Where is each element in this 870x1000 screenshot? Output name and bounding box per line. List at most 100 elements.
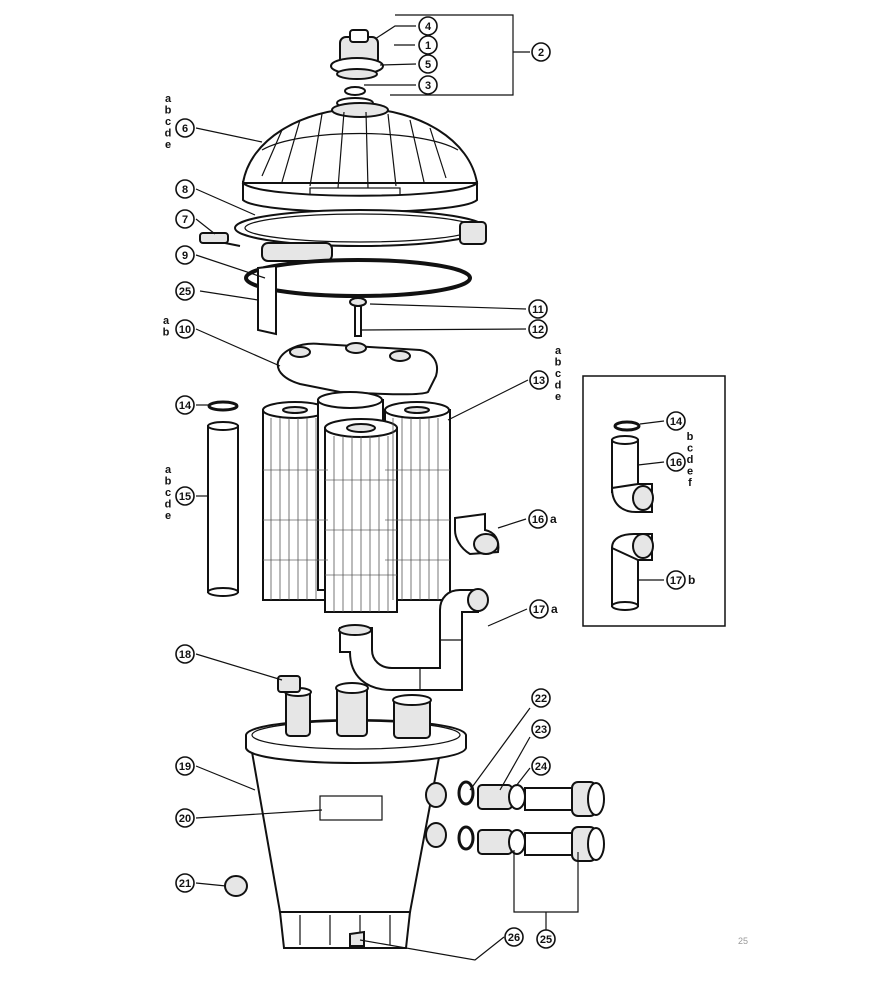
callout-c15: 15 — [175, 486, 195, 506]
callout-circle — [528, 509, 548, 529]
inset-o-ring — [613, 420, 641, 432]
tank-o-ring — [244, 258, 472, 298]
variant-letters-v10: ab — [163, 315, 170, 339]
callout-number: 10 — [179, 324, 191, 336]
callout-number: 22 — [535, 693, 547, 705]
callout-c24: 24 — [531, 756, 551, 776]
callout-c14a: 14 — [175, 395, 195, 415]
suffix-17b: b — [688, 573, 695, 587]
callout-circle — [175, 245, 195, 265]
callout-c18: 18 — [175, 644, 195, 664]
variant-letter: d — [687, 454, 694, 466]
callout-number: 19 — [179, 761, 191, 773]
callout-number: 16 — [670, 457, 682, 469]
callout-circle — [175, 118, 195, 138]
callout-c20: 20 — [175, 808, 195, 828]
callout-c1: 1 — [418, 35, 438, 55]
callout-number: 8 — [182, 184, 188, 196]
callout-number: 9 — [182, 250, 188, 262]
callout-circle — [536, 929, 556, 949]
callout-number: 11 — [532, 304, 544, 316]
variant-letter: c — [165, 116, 171, 128]
clamp-ring — [199, 209, 487, 262]
filter-tank — [245, 675, 467, 949]
callout-circle — [531, 719, 551, 739]
callout-circle — [418, 54, 438, 74]
callout-c8: 8 — [175, 179, 195, 199]
air-relief-valve — [330, 29, 384, 109]
callout-number: 24 — [535, 761, 548, 773]
warning-tag — [257, 264, 277, 336]
suffix-16a: a — [550, 512, 557, 526]
callout-circle — [175, 873, 195, 893]
variant-letter: a — [165, 464, 172, 476]
callout-circle — [175, 179, 195, 199]
callout-number: 17 — [533, 604, 545, 616]
variant-letter: f — [688, 477, 692, 489]
callout-c21: 21 — [175, 873, 195, 893]
callout-number: 1 — [425, 40, 431, 52]
callout-c17b: 17 — [666, 570, 686, 590]
elbow-fitting — [454, 512, 500, 556]
callout-circle — [175, 319, 195, 339]
variant-letter: b — [555, 357, 562, 369]
tank-ports — [277, 675, 432, 739]
callout-circle — [504, 927, 524, 947]
variant-letter: d — [165, 128, 172, 140]
callout-c25a: 25 — [175, 281, 195, 301]
drain-plug — [224, 875, 248, 897]
standpipe — [207, 400, 239, 597]
callout-number: 14 — [179, 400, 192, 412]
leader-lines — [195, 14, 665, 961]
variant-letter: e — [687, 466, 693, 478]
callout-c12: 12 — [528, 319, 548, 339]
footer-mark: 25 — [738, 936, 748, 946]
callout-number: 14 — [670, 416, 683, 428]
callout-c5: 5 — [418, 54, 438, 74]
suffix-layer: a a b — [550, 512, 695, 616]
callout-circle — [528, 299, 548, 319]
variant-letter: d — [555, 380, 562, 392]
variant-letter: c — [165, 487, 171, 499]
union-lower — [477, 826, 605, 862]
callout-number: 15 — [179, 491, 191, 503]
callout-c14b: 14 — [666, 411, 686, 431]
variant-letter: b — [687, 431, 694, 443]
filter-cartridges — [262, 391, 451, 613]
callout-c2: 2 — [531, 42, 551, 62]
callout-number: 25 — [179, 286, 191, 298]
callout-number: 6 — [182, 123, 188, 135]
callout-circle — [666, 570, 686, 590]
union-upper — [477, 781, 605, 817]
union-fittings — [457, 780, 605, 862]
callout-circle — [666, 452, 686, 472]
callout-c13: 13 — [529, 370, 549, 390]
callout-circle — [529, 370, 549, 390]
callout-number: 23 — [535, 724, 547, 736]
callout-circle — [528, 319, 548, 339]
callout-c17a: 17 — [529, 599, 549, 619]
callout-number: 3 — [425, 80, 431, 92]
callout-circle — [531, 756, 551, 776]
callout-c16b: 16 — [666, 452, 686, 472]
manifold — [276, 342, 438, 396]
callout-circle — [175, 486, 195, 506]
callout-c22: 22 — [531, 688, 551, 708]
callout-number: 18 — [179, 649, 191, 661]
variant-letter: d — [165, 499, 172, 511]
inset-box — [582, 375, 726, 627]
callout-circle — [666, 411, 686, 431]
callout-circle — [175, 644, 195, 664]
callout-c4: 4 — [418, 16, 438, 36]
variant-letter: a — [163, 315, 170, 327]
callout-number: 20 — [179, 813, 191, 825]
callout-c25b: 25 — [536, 929, 556, 949]
suffix-17a: a — [551, 602, 558, 616]
callout-c26: 26 — [504, 927, 524, 947]
callout-number: 17 — [670, 575, 682, 587]
callout-number: 26 — [508, 932, 520, 944]
variant-letter: e — [165, 510, 171, 522]
